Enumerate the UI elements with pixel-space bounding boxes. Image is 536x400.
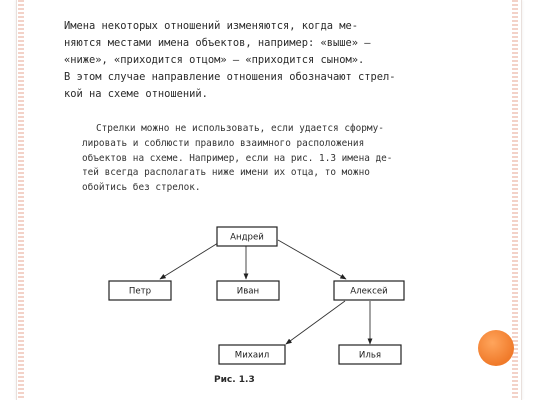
edge-alexey-mikhail	[285, 300, 346, 345]
node-ivan: Иван	[216, 280, 280, 301]
text-line: няются местами имена объектов, например:…	[64, 37, 371, 49]
paragraph-arrows-optional: Стрелки можно не использовать, если удае…	[82, 122, 458, 196]
node-alexey: Алексей	[333, 280, 405, 301]
node-label: Илья	[359, 351, 381, 361]
text-line: объектов на схеме. Например, если на рис…	[82, 152, 393, 164]
figure-caption: Рис. 1.3	[214, 375, 255, 385]
text-line: Стрелки можно не использовать, если удае…	[96, 123, 384, 134]
text-line: лировать и соблюсти правило взаимного ра…	[82, 137, 365, 149]
text-line: кой на схеме отношений.	[64, 88, 208, 100]
text-line: Имена некоторых отношений изменяются, ко…	[64, 20, 359, 32]
node-label: Петр	[129, 287, 151, 297]
slide-frame	[16, 0, 522, 400]
node-label: Иван	[237, 287, 259, 297]
node-ilya: Илья	[338, 344, 402, 365]
node-petr: Петр	[108, 280, 172, 301]
text-line: В этом случае направление отношения обоз…	[64, 71, 396, 83]
text-line: тей всегда располагать ниже имени их отц…	[82, 167, 370, 179]
node-andrey: Андрей	[216, 226, 278, 247]
edge-andrey-alexey	[277, 239, 347, 280]
edge-andrey-petr	[159, 242, 219, 280]
paragraph-relations-direction: Имена некоторых отношений изменяются, ко…	[64, 18, 456, 103]
node-label: Алексей	[350, 287, 387, 297]
left-decorative-stripe	[18, 0, 24, 400]
text-line: «ниже», «приходится отцом» — «приходится…	[64, 54, 365, 66]
node-label: Михаил	[235, 351, 269, 361]
right-decorative-stripe	[512, 0, 518, 400]
node-mikhail: Михаил	[218, 344, 286, 365]
node-label: Андрей	[230, 233, 264, 243]
decorative-orange-circle	[478, 330, 514, 366]
text-line: обойтись без стрелок.	[82, 182, 201, 194]
